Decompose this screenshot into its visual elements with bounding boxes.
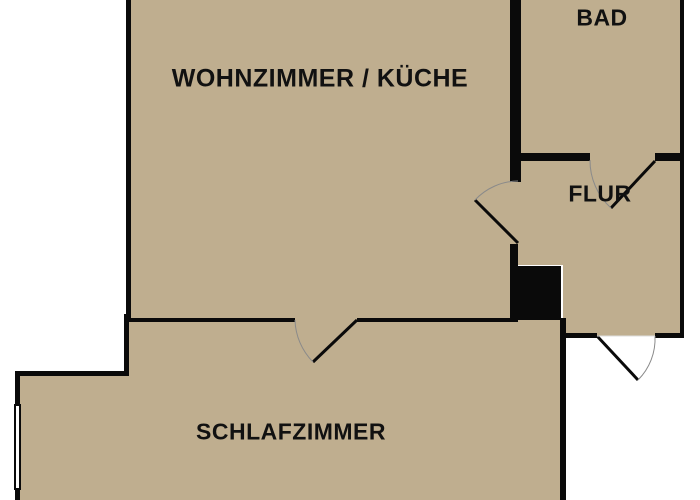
- door-wohnzimmer-flur: [473, 180, 520, 245]
- wall-wohnzimmer-bottom-right: [357, 318, 512, 322]
- door-entrance: [595, 334, 656, 382]
- wall-wohnzimmer-left: [126, 0, 131, 322]
- wall-flur-right: [680, 158, 684, 338]
- wall-wohnzimmer-bad: [510, 0, 521, 182]
- shaft-block: [510, 266, 561, 320]
- wall-wohnzimmer-bottom-left: [126, 318, 295, 322]
- door-bad-flur: [589, 159, 657, 210]
- wall-schlafzimmer-step: [124, 314, 129, 376]
- label-wohnzimmer-kueche: WOHNZIMMER / KÜCHE: [171, 64, 469, 93]
- doors: [294, 159, 657, 382]
- label-bad: BAD: [576, 4, 628, 31]
- wall-bad-right: [680, 0, 684, 160]
- floor-schlafzimmer: [17, 318, 563, 500]
- label-schlafzimmer: SCHLAFZIMMER: [196, 418, 386, 445]
- floor-wohnzimmer-kueche: [129, 0, 515, 322]
- floor-areas: [17, 0, 682, 500]
- wall-bad-bottom-right: [655, 153, 684, 161]
- wall-bad-bottom-left: [518, 153, 590, 161]
- wall-flur-bottom-right: [655, 333, 684, 338]
- wall-flur-bottom-left: [560, 333, 597, 338]
- door-schlafzimmer: [294, 318, 359, 364]
- floor-flur: [515, 158, 682, 336]
- window-schlafzimmer: [14, 404, 21, 490]
- wall-schlafzimmer-right: [560, 318, 566, 500]
- label-flur: FLUR: [568, 180, 632, 207]
- floor-bad: [518, 0, 682, 158]
- wall-schlafzimmer-top-left: [15, 371, 129, 376]
